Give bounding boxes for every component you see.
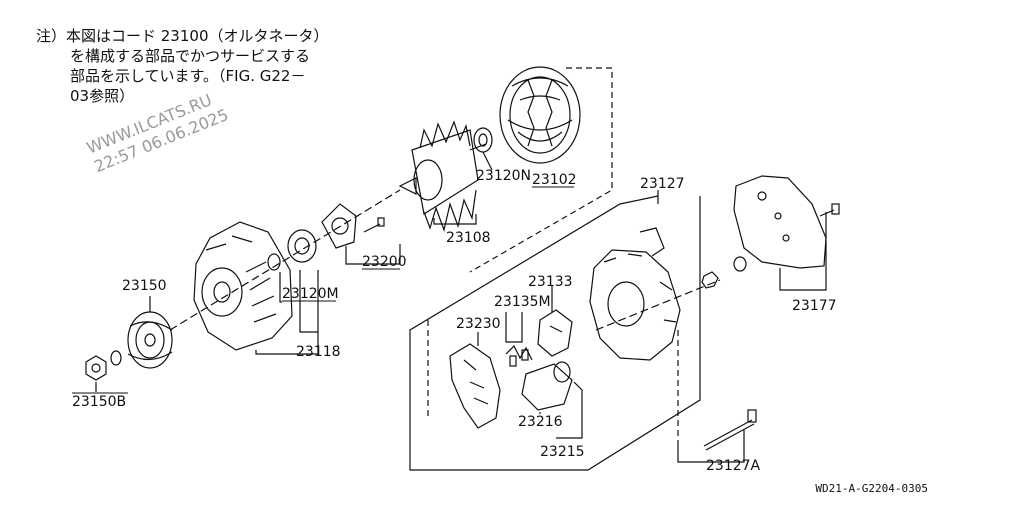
note-line-4: 03参照） (70, 87, 135, 105)
regulator-assy-leader (556, 381, 583, 439)
label-23108: 23108 (446, 230, 491, 246)
note-line-1: 注）本図はコード 23100（オルタネータ） (36, 27, 329, 45)
label-23230: 23230 (456, 316, 501, 332)
rear-housing-23127-drawing (589, 227, 681, 361)
through-bolt-drawing (703, 409, 757, 451)
springs-leader (505, 312, 523, 343)
label-23120n: 23120N (476, 168, 531, 184)
brush-springs-drawing (505, 344, 533, 367)
label-23135m: 23135M (494, 294, 551, 310)
note-line-3: 部品を示しています。（FIG. G22－ (70, 67, 306, 85)
label-23200: 23200 (362, 254, 407, 270)
bearing-23120n-drawing (473, 127, 493, 153)
label-23150: 23150 (122, 278, 167, 294)
label-23150b: 23150B (72, 394, 126, 410)
label-23127: 23127 (640, 176, 685, 192)
bearing-23120m-drawing (287, 229, 317, 263)
terminal-nuts-drawing (701, 256, 747, 289)
rectifier-drawing (449, 343, 501, 429)
housing-23118-drawing (193, 221, 293, 351)
label-23102: 23102 (532, 172, 577, 188)
rear-axis (595, 279, 721, 331)
nut-drawing (85, 350, 122, 381)
rotor-leader (433, 214, 477, 225)
cover-bolt-drawing (819, 203, 840, 217)
label-23215: 23215 (540, 444, 585, 460)
housing-23118-leader (255, 318, 319, 355)
rear-cover-23177-drawing (733, 175, 827, 269)
bearing-23120m-leader (279, 272, 282, 303)
screw-23200-drawing (363, 217, 385, 233)
rear-cover-leader (779, 212, 827, 291)
label-23118: 23118 (296, 344, 341, 360)
rotor-drawing (398, 120, 487, 233)
cover-dashed-guide (469, 67, 613, 273)
label-23133: 23133 (528, 274, 573, 290)
part-labels: 23102 23120N 23108 23200 23120M 23118 23… (72, 168, 837, 474)
front-cover-drawing (499, 66, 581, 164)
note-line-2: を構成する部品でかつサービスする (70, 47, 311, 65)
label-23177: 23177 (792, 298, 837, 314)
diagram-code: WD21-A-G2204-0305 (815, 482, 928, 495)
assembly-axis (169, 189, 401, 331)
label-23127a: 23127A (706, 458, 761, 474)
washer-drawing (267, 253, 281, 271)
label-23216: 23216 (518, 414, 563, 430)
diagram-note: 注）本図はコード 23100（オルタネータ） を構成する部品でかつサービスする … (36, 26, 329, 106)
brush-holder-drawing (537, 309, 573, 357)
regulator-drawing (521, 361, 573, 411)
screw-23200-leader (345, 244, 401, 265)
pulley-drawing (127, 311, 173, 369)
retainer-plate-drawing (321, 203, 357, 249)
rear-assembly-frame (409, 195, 701, 471)
through-bolt-leader (677, 430, 745, 463)
bearing-23120n-leader (482, 151, 493, 171)
label-23120m: 23120M (282, 286, 339, 302)
